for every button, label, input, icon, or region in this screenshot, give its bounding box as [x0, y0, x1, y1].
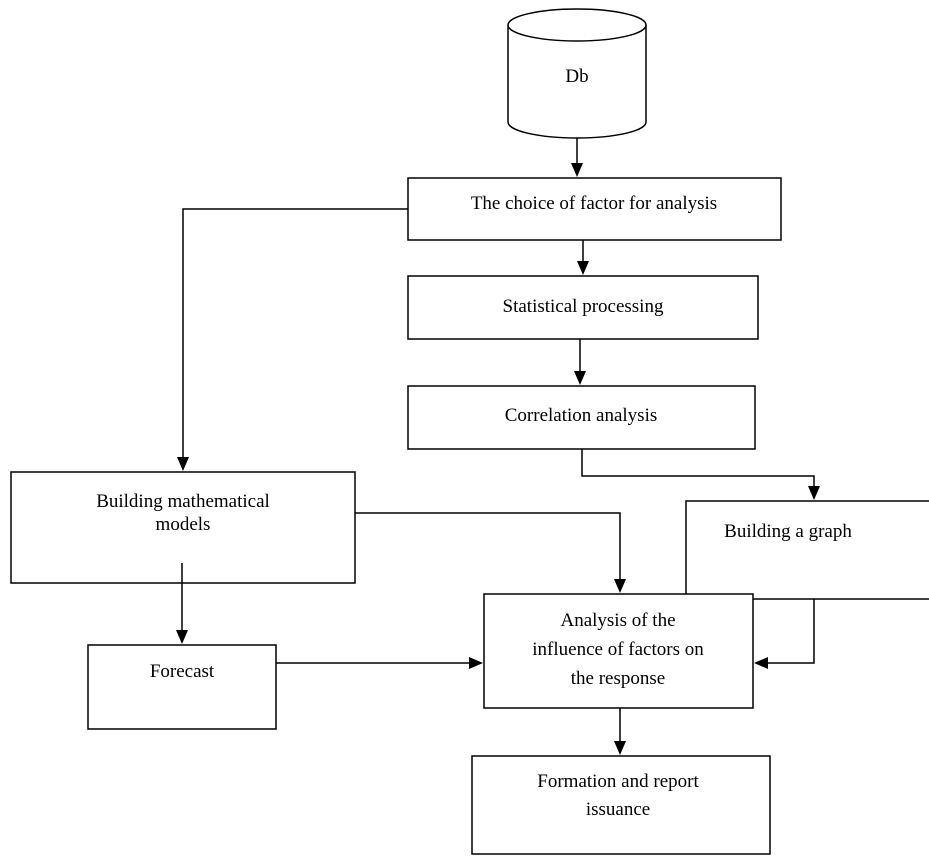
node-statistical-processing: Statistical processing: [407, 275, 759, 340]
edge-correlation-to-graph-line: [581, 449, 815, 487]
building-models-box: [10, 471, 356, 584]
node-db: Db: [507, 8, 647, 139]
edge-choice-to-models-line: [182, 208, 408, 458]
influence-analysis-label-line-3: the response: [571, 668, 665, 689]
building-graph-label: Building a graph: [724, 521, 852, 542]
statistical-processing-box: [407, 275, 759, 340]
edge-influence-to-report-arrowhead: [614, 741, 626, 755]
edge-choice-to-statistical: [577, 240, 589, 275]
edge-models-to-influence-arrowhead: [614, 579, 626, 593]
edge-statistical-to-correlation-arrowhead: [574, 371, 586, 385]
node-building-graph: Building a graph: [685, 500, 929, 600]
node-report: Formation and report issuance: [471, 755, 771, 855]
node-building-models: Building mathematical models: [10, 471, 356, 584]
building-graph-box: [685, 500, 929, 600]
node-correlation-analysis: Correlation analysis: [407, 385, 756, 450]
edge-db-to-choice: [571, 138, 583, 177]
edge-db-to-choice-arrowhead: [571, 163, 583, 177]
report-label-line-2: issuance: [586, 799, 650, 820]
forecast-label: Forecast: [150, 661, 215, 682]
edge-graph-to-influence: [754, 599, 815, 669]
edge-choice-to-statistical-arrowhead: [577, 261, 589, 275]
correlation-analysis-label: Correlation analysis: [505, 405, 658, 426]
influence-analysis-label-line-2: influence of factors on: [532, 639, 704, 660]
node-choice-of-factor: The choice of factor for analysis: [407, 177, 782, 241]
forecast-box: [87, 644, 277, 730]
node-forecast: Forecast: [87, 644, 277, 730]
edge-graph-to-influence-line: [768, 599, 815, 664]
edge-forecast-to-influence-arrowhead: [469, 657, 483, 669]
edge-models-to-influence: [355, 512, 626, 593]
building-models-label-line-1: Building mathematical: [96, 491, 270, 512]
edge-choice-to-models: [177, 208, 408, 471]
edge-forecast-to-influence: [276, 657, 483, 669]
node-influence-analysis: Analysis of the influence of factors on …: [483, 593, 754, 709]
edge-choice-to-models-arrowhead: [177, 457, 189, 471]
influence-analysis-label-line-1: Analysis of the: [560, 610, 675, 631]
edge-graph-to-influence-arrowhead: [754, 657, 768, 669]
influence-analysis-box: [483, 593, 754, 709]
statistical-processing-label: Statistical processing: [503, 296, 664, 317]
report-label-line-1: Formation and report: [537, 771, 699, 792]
report-box: [471, 755, 771, 855]
edge-statistical-to-correlation: [574, 339, 586, 385]
edge-correlation-to-graph-arrowhead: [808, 486, 820, 500]
building-models-label-line-2: models: [156, 514, 211, 535]
edge-influence-to-report: [614, 708, 626, 755]
db-cylinder-top: [507, 8, 647, 42]
choice-of-factor-label: The choice of factor for analysis: [471, 193, 717, 214]
edge-models-to-forecast-arrowhead: [176, 630, 188, 644]
edge-models-to-influence-line: [355, 512, 621, 580]
db-label: Db: [565, 66, 588, 87]
choice-of-factor-box: [407, 177, 782, 241]
correlation-analysis-box: [407, 385, 756, 450]
edge-models-to-forecast: [176, 563, 188, 644]
edge-correlation-to-graph: [581, 449, 820, 500]
